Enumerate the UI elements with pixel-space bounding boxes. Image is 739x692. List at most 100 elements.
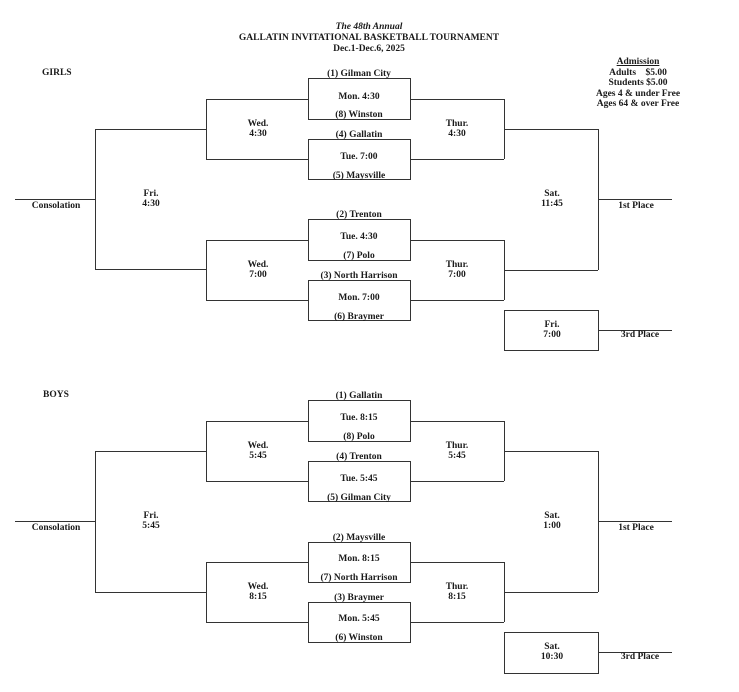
boys-fri-day: Fri.: [143, 511, 159, 521]
girls-game-time: Tue. 4:30: [340, 232, 378, 242]
boys-thur-time: 5:45: [448, 451, 466, 461]
girls-wed-time: 7:00: [249, 270, 267, 280]
girls-game-3-box: [308, 219, 411, 261]
girls-game-time: Mon. 7:00: [338, 293, 380, 303]
girls-team: (3) North Harrison: [320, 271, 398, 281]
girls-thur-time: 4:30: [448, 129, 466, 139]
boys-third-time: 10:30: [540, 652, 564, 662]
boys-sat-time: 1:00: [543, 521, 561, 531]
girls-game-4-box: [308, 280, 411, 321]
boys-wed-day: Wed.: [247, 441, 269, 451]
boys-wed-time: 5:45: [249, 451, 267, 461]
boys-thur-day: Thur.: [445, 582, 469, 592]
girls-thur-day: Thur.: [445, 119, 469, 129]
bracket-line: [206, 622, 308, 623]
first-place-line: [598, 199, 672, 200]
bracket-line: [206, 240, 308, 241]
boys-game-time: Tue. 8:15: [340, 413, 378, 423]
girls-team: (6) Braymer: [334, 312, 384, 322]
consolation-line: [15, 521, 95, 522]
bracket-line: [95, 592, 206, 593]
girls-team: (1) Gilman City: [327, 69, 391, 79]
bracket-line: [95, 129, 96, 269]
bracket-line: [504, 592, 598, 593]
boys-game-3-box: [308, 542, 411, 583]
bracket-line: [206, 481, 308, 482]
girls-consolation-label: Consolation: [31, 201, 81, 211]
boys-team: (6) Winston: [335, 633, 383, 643]
girls-third-day: Fri.: [544, 320, 560, 330]
girls-team: (2) Trenton: [336, 210, 382, 220]
girls-game-time: Mon. 4:30: [338, 92, 380, 102]
bracket-line: [411, 159, 504, 160]
girls-third-place-label: 3rd Place: [620, 330, 660, 340]
girls-fri-day: Fri.: [143, 189, 159, 199]
girls-wed-day: Wed.: [247, 260, 269, 270]
boys-consolation-label: Consolation: [31, 523, 81, 533]
boys-team: (7) North Harrison: [320, 573, 398, 583]
boys-game-4-box: [308, 602, 411, 643]
girls-wed-day: Wed.: [247, 119, 269, 129]
girls-sat-day: Sat.: [544, 189, 560, 199]
admission-line: Ages 4 & under Free: [595, 88, 681, 99]
bracket-line: [95, 451, 96, 592]
girls-wed-time: 4:30: [249, 129, 267, 139]
girls-team: (4) Gallatin: [335, 130, 383, 140]
girls-thur-time: 7:00: [448, 270, 466, 280]
boys-third-place-label: 3rd Place: [620, 652, 660, 662]
girls-first-place-label: 1st Place: [618, 201, 654, 211]
boys-team: (4) Trenton: [336, 452, 382, 462]
boys-thur-time: 8:15: [448, 592, 466, 602]
tournament-title: GALLATIN INVITATIONAL BASKETBALL TOURNAM…: [238, 33, 500, 43]
boys-thur-day: Thur.: [445, 441, 469, 451]
girls-game-time: Tue. 7:00: [340, 152, 378, 162]
bracket-line: [95, 451, 206, 452]
boys-team: (8) Polo: [343, 432, 375, 442]
girls-fri-time: 4:30: [142, 199, 160, 209]
bracket-line: [504, 451, 598, 452]
third-place-line: [598, 330, 672, 331]
girls-thur-day: Thur.: [445, 260, 469, 270]
bracket-line: [206, 300, 308, 301]
boys-game-time: Mon. 8:15: [338, 554, 380, 564]
girls-team: (5) Maysville: [332, 171, 386, 181]
admission-line: Ages 64 & over Free: [596, 99, 680, 110]
girls-team: (8) Winston: [335, 110, 383, 120]
boys-game-1-box: [308, 400, 411, 442]
bracket-line: [95, 129, 206, 130]
first-place-line: [598, 521, 672, 522]
bracket-line: [206, 562, 207, 622]
bracket-line: [504, 129, 598, 130]
third-place-line: [598, 652, 672, 653]
bracket-line: [411, 421, 504, 422]
boys-wed-day: Wed.: [247, 582, 269, 592]
bracket-line: [206, 240, 207, 300]
boys-team: (5) Gilman City: [327, 493, 391, 503]
boys-team: (1) Gallatin: [335, 391, 383, 401]
admission-line: Adults $5.00: [609, 67, 667, 78]
boys-fri-time: 5:45: [142, 521, 160, 531]
bracket-line: [504, 270, 598, 271]
bracket-line: [411, 240, 504, 241]
bracket-line: [206, 562, 308, 563]
boys-third-day: Sat.: [544, 642, 560, 652]
consolation-line: [15, 199, 95, 200]
boys-wed-time: 8:15: [249, 592, 267, 602]
boys-game-time: Tue. 5:45: [340, 474, 378, 484]
girls-section-label: GIRLS: [42, 68, 72, 78]
boys-game-2-box: [308, 461, 411, 502]
boys-game-time: Mon. 5:45: [338, 614, 380, 624]
bracket-line: [206, 421, 207, 481]
admission-line: Students $5.00: [608, 78, 668, 89]
bracket-line: [206, 99, 207, 159]
tournament-dates: Dec.1-Dec.6, 2025: [333, 44, 405, 54]
girls-sat-time: 11:45: [541, 199, 563, 209]
girls-team: (7) Polo: [343, 251, 375, 261]
bracket-line: [206, 99, 308, 100]
girls-third-time: 7:00: [543, 330, 561, 340]
bracket-line: [206, 421, 308, 422]
bracket-line: [95, 269, 206, 270]
boys-section-label: BOYS: [43, 390, 69, 400]
boys-sat-day: Sat.: [544, 511, 560, 521]
admission-heading: Admission: [616, 57, 660, 67]
